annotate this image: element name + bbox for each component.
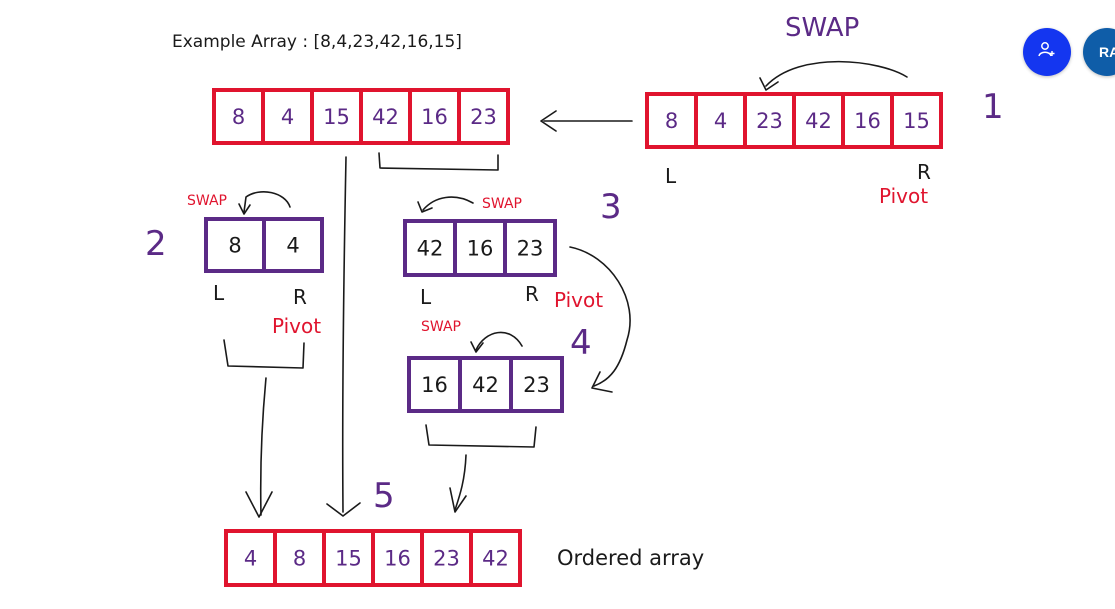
add-person-icon [1037, 40, 1057, 64]
array-cell-value: 15 [335, 547, 362, 571]
array-cell-value: 42 [482, 547, 509, 571]
pivot-label-2: Pivot [272, 314, 321, 338]
ordered-array-label: Ordered array [557, 546, 704, 570]
array-right-sub-after-swap: 16 42 23 [407, 356, 564, 413]
step-number-4: 4 [570, 323, 592, 363]
array-cell-value: 16 [384, 547, 411, 571]
vertical-line-down [341, 156, 347, 513]
array-after-first-swap: 8 4 15 42 16 23 [212, 88, 510, 145]
array-cell-value: 15 [903, 109, 930, 133]
swap-arc-main-head [759, 77, 779, 91]
pivot-label-3: Pivot [554, 288, 603, 312]
array-cell-value: 16 [421, 105, 448, 129]
swap-label-main: SWAP [785, 13, 859, 43]
array-cell-value: 23 [470, 105, 497, 129]
swap-arc-main [765, 60, 908, 87]
array-cell-value: 8 [665, 109, 678, 133]
array-cell-value: 16 [421, 373, 448, 397]
array-cell-value: 23 [756, 109, 783, 133]
step-number-1: 1 [982, 87, 1004, 127]
arrow-left-down [259, 377, 267, 516]
curve-right-head [591, 371, 613, 393]
arrowhead-left [540, 110, 557, 132]
array-cell-value: 15 [323, 105, 350, 129]
pivot-label-1: Pivot [879, 184, 928, 208]
array-initial: 8 4 23 42 16 15 [645, 92, 943, 149]
array-cell-value: 4 [244, 547, 257, 571]
arrow-left-down-head [245, 491, 273, 518]
bracket-right-result [425, 424, 537, 448]
array-cell-value: 42 [417, 237, 444, 261]
array-ordered: 4 8 15 16 23 42 [224, 529, 522, 587]
swap-label-left: SWAP [187, 193, 227, 209]
array-cell-value: 8 [228, 234, 241, 258]
bracket-left-result [223, 339, 305, 369]
bracket-after-right [378, 152, 499, 171]
swap-arc-left-head [238, 203, 251, 215]
array-cell-value: 4 [714, 109, 727, 133]
array-outline [403, 219, 557, 277]
user-avatar-button[interactable]: RA [1083, 28, 1115, 76]
array-cell-value: 23 [517, 237, 544, 261]
array-cell-value: 4 [286, 234, 299, 258]
avatar-initials: RA [1099, 44, 1115, 60]
step-number-2: 2 [145, 224, 167, 264]
step-number-5: 5 [373, 476, 395, 516]
left-marker-3: L [420, 285, 432, 309]
left-marker-1: L [665, 164, 677, 188]
array-cell-value: 16 [854, 109, 881, 133]
swap-arc-right [422, 196, 474, 211]
right-marker-1: R [917, 160, 931, 184]
swap-label-right: SWAP [482, 196, 522, 212]
array-outline [407, 356, 564, 413]
array-right-sub: 42 16 23 [403, 219, 557, 277]
right-marker-3: R [525, 282, 539, 306]
array-cell-value: 42 [472, 373, 499, 397]
left-marker-2: L [213, 281, 225, 305]
share-button[interactable] [1023, 28, 1071, 76]
swap-arc-right-head [417, 201, 433, 213]
array-cell-value: 42 [805, 109, 832, 133]
array-cell-value: 4 [281, 105, 294, 129]
diagram-title: Example Array : [8,4,23,42,16,15] [172, 32, 462, 52]
right-marker-2: R [293, 285, 307, 309]
array-cell-value: 16 [467, 237, 494, 261]
array-cell-value: 8 [293, 547, 306, 571]
array-cell-value: 42 [372, 105, 399, 129]
swap-arc-right2-head [470, 341, 484, 353]
vertical-line-head [326, 502, 361, 517]
arrow-right-down-head [449, 487, 467, 513]
arrow-right-down [454, 454, 467, 511]
array-cell-value: 23 [523, 373, 550, 397]
curve-right-to-step4 [569, 246, 631, 387]
array-cell-value: 23 [433, 547, 460, 571]
swap-arc-right2 [475, 331, 523, 351]
array-cell-value: 8 [232, 105, 245, 129]
swap-label-right2: SWAP [421, 319, 461, 335]
step-number-3: 3 [600, 187, 622, 227]
swap-arc-left [243, 191, 291, 213]
